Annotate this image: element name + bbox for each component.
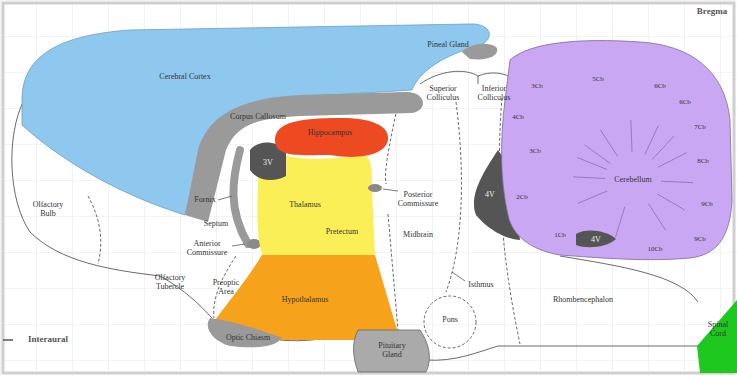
structure-label: 4V — [485, 191, 495, 200]
brain-region: Spinal Cord — [697, 300, 737, 373]
colliculus-outline — [420, 71, 515, 84]
structure-label: Olfactory Tubercle — [147, 274, 193, 292]
posterior-commissure-shape — [368, 184, 382, 192]
folium-line — [584, 145, 610, 164]
spinal-cord-shape — [697, 300, 737, 373]
brain-region: Hippocampus — [275, 118, 389, 160]
interaural-tick — [3, 339, 13, 341]
lobule-number: 5Cb — [592, 76, 604, 84]
lobule-number: 1Cb — [554, 232, 566, 240]
brain-region: Pineal Gland — [430, 36, 498, 60]
cerebellar-folia — [573, 120, 693, 237]
brain-region: Pituitary Gland — [352, 330, 432, 372]
leader-line — [232, 244, 245, 246]
structure-label: 4V — [591, 236, 601, 245]
brainstem-outline — [426, 346, 700, 360]
structure-label: Rhombencephalon — [553, 296, 613, 305]
brain-region: Optic Chiasm — [205, 318, 283, 348]
structure-label: Interaural — [28, 335, 68, 345]
colliculus-outline — [478, 76, 479, 84]
leader-line — [452, 272, 465, 281]
hippocampus-shape — [275, 118, 388, 157]
lobule-number: 10Cb — [647, 246, 662, 254]
brain-region: Hypothalamus — [212, 255, 402, 340]
folium-line — [615, 207, 624, 238]
optic-chiasm-shape — [208, 318, 282, 347]
region-label: Optic Chiasm — [226, 334, 270, 343]
structure-label: Isthmus — [468, 281, 493, 290]
isthmus-boundary — [446, 102, 461, 292]
region-label: Pituitary Gland — [372, 342, 412, 360]
leader-line — [218, 196, 232, 200]
structure-label: Fornix — [194, 196, 215, 205]
folium-line — [577, 158, 607, 170]
leader-line — [383, 189, 398, 191]
folium-line — [661, 181, 693, 182]
lobule-number: 9Cb — [701, 201, 713, 209]
folium-line — [652, 136, 674, 159]
bulb-boundary — [88, 196, 101, 264]
folium-line — [578, 191, 607, 204]
folium-line — [573, 177, 605, 179]
region-label: Thalamus — [289, 201, 321, 210]
structure-label: Inferior Colliculus — [474, 85, 514, 103]
region-label: Pretectum — [326, 228, 358, 237]
brain-region: ThalamusPretectum — [258, 155, 375, 255]
region-label: Spinal Cord — [704, 321, 732, 339]
region-label: Pineal Gland — [427, 41, 469, 50]
structure-label: Olfactory Bulb — [28, 201, 68, 219]
structure-label: Posterior Commissure — [397, 191, 439, 209]
folium-line — [648, 203, 665, 230]
anterior-commissure-shape — [247, 239, 261, 249]
corpus-callosum-shape — [185, 92, 423, 222]
structure-label: Superior Colliculus — [423, 85, 463, 103]
lobule-number: 8Cb — [697, 158, 709, 166]
folium-line — [657, 194, 685, 210]
structure-label: Midbrain — [403, 231, 433, 240]
structure-label: Bregma — [697, 7, 727, 17]
midbrain-boundary — [386, 104, 399, 184]
region-label: Hypothalamus — [282, 296, 329, 305]
region-label: Cerebral Cortex — [159, 73, 210, 82]
lobule-number: 6Cb — [654, 83, 666, 91]
region-label: Cerebellum — [614, 176, 651, 185]
structure-label: Anterior Commissure — [184, 240, 230, 258]
fornix-shape — [233, 150, 248, 244]
lobule-number: 3Cb — [531, 83, 543, 91]
structure-label: 3V — [263, 159, 273, 168]
lobule-number: 9Cb — [694, 236, 706, 244]
pituitary-shape — [354, 330, 430, 372]
lobule-number: 2Cb — [516, 194, 528, 202]
region-label: Hippocampus — [308, 129, 352, 138]
folium-line — [658, 153, 687, 168]
cortex-shape — [22, 24, 489, 215]
structure-label: Preoptic Area — [209, 279, 243, 297]
lobule-number: 7Cb — [694, 124, 706, 132]
pons-boundary — [424, 296, 476, 348]
lobule-number: 4Cb — [512, 114, 524, 122]
folium-line — [645, 126, 659, 155]
structure-label: Septum — [204, 220, 228, 229]
lobule-number: 6Cb — [679, 99, 691, 107]
cerebellum-shape — [502, 41, 732, 260]
region-label: Corpus Callosum — [230, 113, 286, 122]
structure-label: Pons — [442, 316, 458, 325]
lobule-number: 3Cb — [529, 148, 541, 156]
ventricle-shape — [576, 231, 616, 248]
folium-line — [600, 130, 617, 157]
frame — [3, 3, 734, 373]
folium-line — [631, 120, 632, 152]
